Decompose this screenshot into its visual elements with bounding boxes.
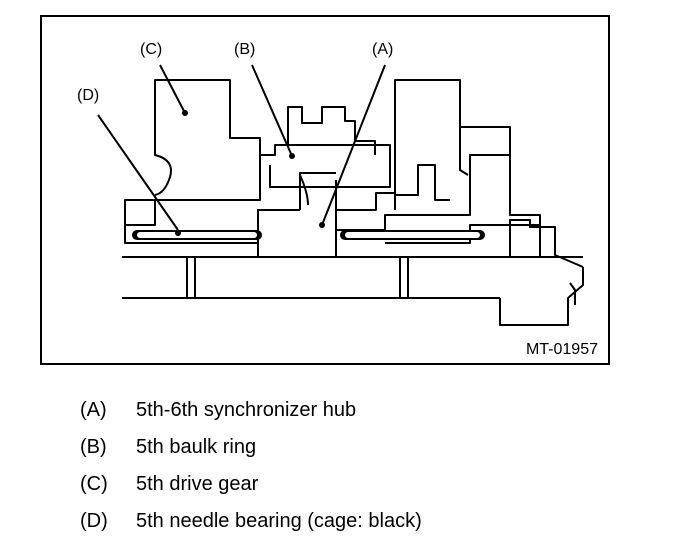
- right-gear-inner: [394, 85, 450, 201]
- callout-b: (B): [234, 41, 256, 58]
- drive-gear-notch: [154, 85, 172, 196]
- legend-label: 5th baulk ring: [136, 436, 257, 458]
- hub-curve: [299, 174, 309, 206]
- transmission-cross-section: [40, 15, 610, 365]
- callout-d: (D): [77, 87, 100, 104]
- legend-row: (A) 5th-6th synchronizer hub: [80, 392, 422, 429]
- legend-label: 5th drive gear: [136, 473, 259, 495]
- leader-c: [159, 64, 186, 114]
- legend: (A) 5th-6th synchronizer hub (B) 5th bau…: [80, 392, 422, 540]
- legend-row: (B) 5th baulk ring: [80, 429, 422, 466]
- legend-row: (C) 5th drive gear: [80, 466, 422, 503]
- figure-code: MT-01957: [525, 341, 598, 358]
- legend-key: (A): [80, 399, 107, 421]
- right-gear-edge: [459, 127, 469, 176]
- leader-b: [251, 64, 293, 157]
- legend-label: 5th needle bearing (cage: black): [136, 510, 422, 532]
- end-taper: [569, 282, 576, 305]
- end-collar: [509, 219, 584, 268]
- legend-label: 5th-6th synchronizer hub: [136, 399, 357, 421]
- leader-a: [321, 64, 386, 226]
- right-step: [509, 155, 541, 225]
- hub-shoulder: [299, 172, 336, 210]
- legend-key: (D): [80, 510, 108, 532]
- legend-key: (B): [80, 436, 107, 458]
- legend-key: (C): [80, 473, 108, 495]
- figure-panel: (C) (B) (A) (D) MT-01957: [40, 15, 610, 365]
- callout-c: (C): [140, 41, 163, 58]
- shaft-end: [499, 267, 584, 326]
- sleeve-top: [260, 106, 376, 156]
- drive-gear-body: [124, 79, 261, 226]
- legend-row: (D) 5th needle bearing (cage: black): [80, 503, 422, 540]
- leader-d: [97, 114, 179, 231]
- baulk-ring-outline: [269, 144, 391, 188]
- callout-a: (A): [372, 41, 394, 58]
- right-gear-lower: [385, 224, 541, 257]
